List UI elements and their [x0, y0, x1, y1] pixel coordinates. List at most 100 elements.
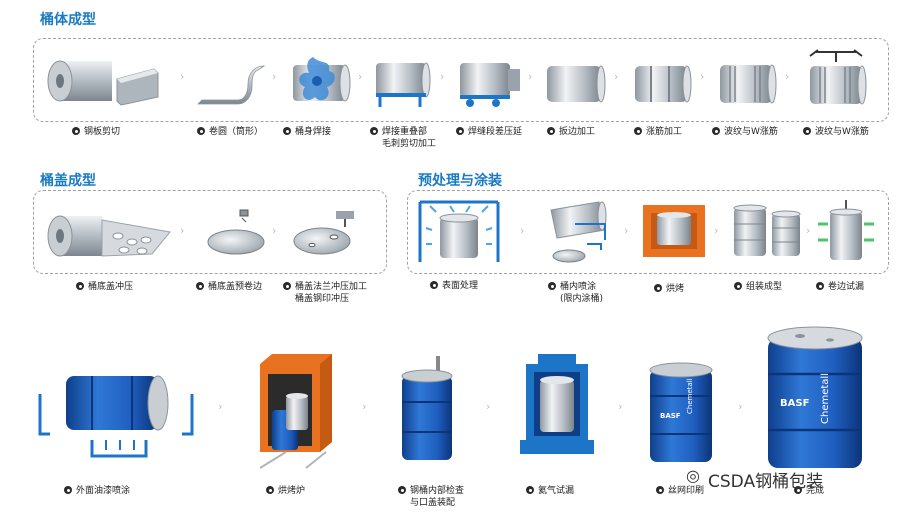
burr-trimming-illustration: [376, 62, 431, 107]
assembly-drums-illustration: [733, 204, 801, 256]
bullet-icon: [803, 127, 811, 135]
step-label: 丝网印刷: [656, 485, 704, 497]
rolled-sheet-illustration: [197, 65, 266, 105]
body-forming-frame: [33, 38, 889, 122]
flow-arrow: ›: [180, 224, 185, 237]
beading-drum-illustration: [635, 65, 692, 103]
seam-rolling-illustration: [460, 63, 520, 107]
baking-oven-small-illustration: [643, 205, 705, 257]
interior-spray-illustration: [550, 201, 607, 263]
flow-arrow: ›: [358, 70, 363, 83]
bullet-icon: [456, 127, 464, 135]
bullet-icon: [283, 127, 291, 135]
bullet-icon: [734, 282, 742, 290]
bullet-icon: [656, 486, 664, 494]
step-label: 氦气试漏: [526, 485, 574, 497]
flanging-drum-illustration: [547, 65, 606, 103]
bullet-icon: [64, 486, 72, 494]
flow-arrow: ›: [738, 400, 743, 413]
flow-arrow: ›: [440, 70, 445, 83]
step-label: 桶底盖预卷边: [196, 281, 262, 293]
bullet-icon: [794, 486, 802, 494]
step-label: 钢板剪切: [72, 126, 120, 138]
flow-arrow: ›: [272, 224, 277, 237]
flow-arrow: ›: [520, 224, 525, 237]
bullet-icon: [196, 282, 204, 290]
step-label: 波纹与W涨筋: [803, 126, 869, 138]
section-title-pretreat-coating: 预处理与涂装: [418, 173, 502, 189]
bullet-icon: [654, 284, 662, 292]
drum-welding-illustration: [293, 57, 351, 102]
bullet-icon: [283, 282, 291, 290]
bullet-icon: [266, 486, 274, 494]
flow-arrow: ›: [528, 70, 533, 83]
flow-arrow: ›: [700, 70, 705, 83]
step-label: 桶内喷涂(限内涂桶): [548, 281, 603, 305]
step-label: 表面处理: [430, 280, 478, 292]
step-label: 钢桶内部检查与口盖装配: [398, 485, 464, 509]
baking-furnace-illustration: [259, 354, 332, 469]
step-label: 组装成型: [734, 281, 782, 293]
corrugation-press-drum-illustration: [809, 49, 867, 105]
step-label: 桶盖法兰冲压加工桶盖钢印冲压: [283, 281, 367, 305]
flow-arrow: ›: [180, 70, 185, 83]
basf-logo-small: BASF: [660, 412, 681, 420]
surface-treatment-illustration: [418, 200, 500, 262]
pretreat-coating-frame: [407, 190, 889, 274]
step-label: 涨筋加工: [634, 126, 682, 138]
watermark-text: CSDA钢桶包装: [708, 472, 824, 492]
step-label: 外面油漆喷涂: [64, 485, 130, 497]
step-label: 烘烤炉: [266, 485, 305, 497]
inspection-assembly-drum-illustration: [401, 356, 453, 460]
flow-arrow: ›: [785, 70, 790, 83]
bullet-icon: [398, 486, 406, 494]
flow-arrow: ›: [714, 224, 719, 237]
bullet-icon: [370, 127, 378, 135]
step-label: 桶身焊接: [283, 126, 331, 138]
bottom-lid-curling-illustration: [207, 209, 265, 255]
chemetall-logo-large: Chemetall: [820, 373, 831, 424]
flow-arrow: ›: [624, 224, 629, 237]
wechat-icon: ◎: [686, 466, 700, 485]
flow-arrow: ›: [806, 224, 811, 237]
flow-arrow: ›: [362, 400, 367, 413]
step-label: 焊接重叠部毛刺剪切加工: [370, 126, 436, 150]
exterior-paint-spray-illustration: [38, 375, 194, 458]
bullet-icon: [816, 282, 824, 290]
bullet-icon: [547, 127, 555, 135]
leak-test-drum-illustration: [818, 200, 874, 260]
bullet-icon: [712, 127, 720, 135]
flow-arrow: ›: [218, 400, 223, 413]
step-label: 烘烤: [654, 283, 684, 295]
bullet-icon: [548, 282, 556, 290]
bullet-icon: [634, 127, 642, 135]
section-title-body-forming: 桶体成型: [40, 12, 96, 28]
step-label: 完成: [794, 485, 824, 497]
bullet-icon: [526, 486, 534, 494]
lid-flange-stamping-illustration: [293, 211, 354, 255]
step-label: 焊缝段差压延: [456, 126, 522, 138]
flow-arrow: ›: [614, 70, 619, 83]
steel-coil-sheet-illustration: [47, 60, 159, 106]
corrugation-drum-illustration: [720, 64, 777, 104]
lid-stamping-coil-illustration: [47, 215, 171, 257]
step-label: 卷圆（筒形）: [197, 126, 263, 138]
finished-drum-illustration: [767, 326, 863, 468]
helium-leak-test-illustration: [520, 354, 594, 454]
chemetall-logo-small: Chemetall: [686, 378, 694, 414]
step-label: 桶底盖冲压: [76, 281, 133, 293]
bullet-icon: [197, 127, 205, 135]
bullet-icon: [72, 127, 80, 135]
flow-arrow: ›: [272, 70, 277, 83]
screen-printed-drum-illustration: [649, 362, 713, 462]
section-title-lid-forming: 桶盖成型: [40, 173, 96, 189]
step-label: 波纹与W涨筋: [712, 126, 778, 138]
step-label: 卷边试漏: [816, 281, 864, 293]
bullet-icon: [76, 282, 84, 290]
lid-forming-frame: [33, 190, 387, 274]
bullet-icon: [430, 281, 438, 289]
basf-logo-large: BASF: [780, 398, 810, 409]
flow-arrow: ›: [618, 400, 623, 413]
step-label: 扳边加工: [547, 126, 595, 138]
flow-arrow: ›: [486, 400, 491, 413]
